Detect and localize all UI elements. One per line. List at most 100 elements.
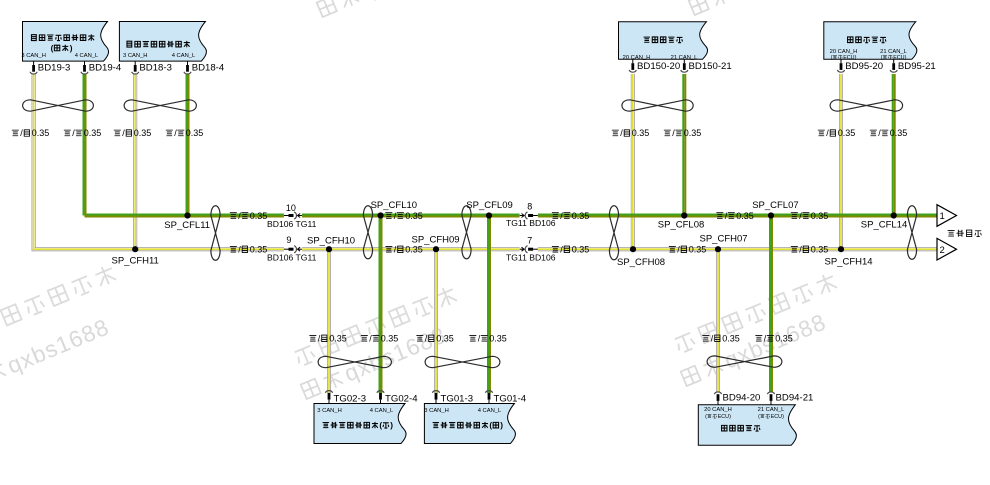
svg-text:TG11 BD106: TG11 BD106 (506, 218, 556, 228)
svg-text:/: / (672, 128, 675, 138)
svg-text:SP_CFL08: SP_CFL08 (658, 220, 704, 231)
svg-text:0.35: 0.35 (329, 334, 347, 344)
svg-text:TG01-3: TG01-3 (441, 394, 474, 405)
svg-text:BD18-3: BD18-3 (139, 62, 172, 73)
svg-text:4 CAN_L: 4 CAN_L (172, 53, 196, 59)
svg-text:SP_CFL10: SP_CFL10 (371, 200, 417, 211)
svg-text:SP_CFH11: SP_CFH11 (112, 256, 159, 267)
svg-text:/: / (878, 128, 881, 138)
svg-text:3 CAN_H: 3 CAN_H (424, 408, 448, 414)
svg-text:SP_CFH07: SP_CFH07 (700, 234, 748, 245)
svg-text:/: / (425, 334, 428, 344)
svg-text:21 CAN_L: 21 CAN_L (758, 407, 786, 413)
svg-text:/: / (174, 128, 177, 138)
svg-text:BD106 TG11: BD106 TG11 (267, 253, 317, 263)
svg-text:21 CAN_L: 21 CAN_L (880, 49, 908, 55)
svg-text:(: ( (51, 44, 54, 53)
svg-text:BD19-4: BD19-4 (89, 62, 122, 73)
svg-text:/: / (764, 334, 767, 344)
svg-text:/: / (318, 334, 321, 344)
svg-text:10: 10 (286, 203, 296, 213)
svg-text:0.35: 0.35 (186, 128, 204, 138)
svg-text:0.35: 0.35 (572, 245, 590, 255)
svg-text:4 CAN_L: 4 CAN_L (75, 53, 99, 59)
svg-text:0.35: 0.35 (405, 211, 423, 221)
svg-text:(: ( (831, 55, 833, 61)
svg-text:/: / (72, 128, 75, 138)
svg-text:3 CAN_H: 3 CAN_H (21, 53, 45, 59)
svg-text:/: / (799, 245, 802, 255)
svg-text:0.35: 0.35 (632, 128, 650, 138)
svg-text:/: / (20, 128, 23, 138)
svg-text:): ) (390, 421, 393, 430)
svg-text:TG01-4: TG01-4 (494, 394, 527, 405)
svg-text:3 CAN_H: 3 CAN_H (123, 53, 147, 59)
svg-text:0.35: 0.35 (134, 128, 152, 138)
svg-text:/: / (677, 245, 680, 255)
svg-text:8: 8 (527, 202, 532, 212)
svg-text:/: / (799, 211, 802, 221)
svg-text:SP_CFH10: SP_CFH10 (307, 236, 355, 247)
svg-text:2: 2 (940, 245, 945, 256)
svg-text:BD95-20: BD95-20 (845, 61, 883, 72)
svg-text:TG02-4: TG02-4 (385, 394, 418, 405)
svg-text:/: / (369, 334, 372, 344)
svg-text:7: 7 (527, 236, 532, 246)
svg-text:(: ( (705, 414, 707, 420)
svg-text:0.35: 0.35 (811, 211, 829, 221)
svg-text:/: / (238, 211, 241, 221)
svg-text:0.35: 0.35 (736, 211, 754, 221)
svg-text:BD94-20: BD94-20 (723, 392, 761, 403)
svg-text:0.35: 0.35 (250, 245, 268, 255)
svg-text:0.35: 0.35 (405, 245, 423, 255)
svg-text:0.35: 0.35 (775, 334, 793, 344)
svg-text:SP_CFL11: SP_CFL11 (164, 220, 210, 231)
svg-text:/: / (725, 211, 728, 221)
svg-text:BD150-21: BD150-21 (689, 61, 732, 72)
svg-text:0.35: 0.35 (250, 211, 268, 221)
svg-text:TG02-3: TG02-3 (334, 394, 367, 405)
svg-text:1: 1 (940, 211, 945, 222)
svg-text:4 CAN_L: 4 CAN_L (370, 408, 394, 414)
svg-text:BD19-3: BD19-3 (38, 62, 71, 73)
svg-text:ECU): ECU) (718, 414, 731, 420)
svg-text:/: / (826, 128, 829, 138)
svg-text:(: ( (489, 421, 492, 430)
svg-text:BD106 TG11: BD106 TG11 (267, 219, 317, 229)
svg-text:0.35: 0.35 (684, 128, 702, 138)
svg-text:): ) (500, 421, 503, 430)
svg-text:BD94-21: BD94-21 (776, 392, 814, 403)
svg-text:0.35: 0.35 (489, 334, 507, 344)
svg-text:BD95-21: BD95-21 (898, 61, 936, 72)
svg-text:20 CAN_H: 20 CAN_H (830, 49, 858, 55)
svg-text:/: / (560, 211, 563, 221)
svg-text:SP_CFL14: SP_CFL14 (861, 220, 907, 231)
svg-text:ECU): ECU) (771, 414, 784, 420)
svg-text:/: / (711, 334, 714, 344)
svg-text:TG11 BD106: TG11 BD106 (506, 253, 556, 263)
svg-text:/: / (394, 211, 397, 221)
svg-text:SP_CFH14: SP_CFH14 (825, 257, 873, 268)
svg-text:0.35: 0.35 (722, 334, 740, 344)
svg-text:/: / (478, 334, 481, 344)
svg-text:BD18-4: BD18-4 (192, 62, 225, 73)
svg-text:0.35: 0.35 (811, 245, 829, 255)
svg-text:0.35: 0.35 (32, 128, 50, 138)
svg-text:/: / (238, 245, 241, 255)
svg-text:0.35: 0.35 (381, 334, 399, 344)
svg-text:/: / (560, 245, 563, 255)
svg-text:SP_CFH09: SP_CFH09 (412, 235, 460, 246)
svg-text:/: / (122, 128, 125, 138)
svg-text:0.35: 0.35 (838, 128, 856, 138)
svg-text:0.35: 0.35 (436, 334, 454, 344)
svg-text:0.35: 0.35 (572, 211, 590, 221)
svg-text:): ) (70, 44, 73, 53)
svg-text:ECU): ECU) (893, 55, 906, 61)
svg-text:4 CAN_L: 4 CAN_L (478, 408, 502, 414)
svg-text:9: 9 (286, 235, 291, 245)
svg-text:20 CAN_H: 20 CAN_H (704, 407, 732, 413)
svg-text:(: ( (881, 55, 883, 61)
svg-text:SP_CFH08: SP_CFH08 (617, 257, 665, 268)
svg-text:/: / (620, 128, 623, 138)
svg-text:3 CAN_H: 3 CAN_H (317, 408, 341, 414)
